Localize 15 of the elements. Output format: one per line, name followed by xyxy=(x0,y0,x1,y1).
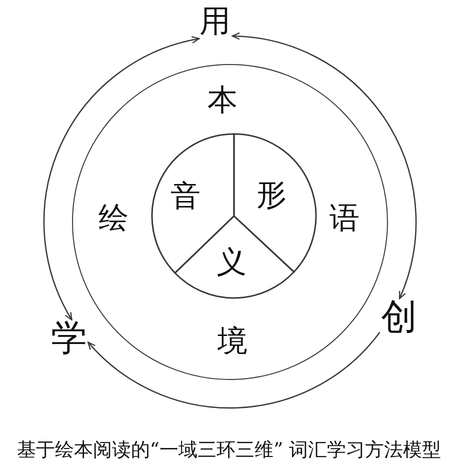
ring-label: 本 xyxy=(208,86,238,116)
sector-label: 形 xyxy=(256,180,286,210)
caption: 基于绘本阅读的“一域三环三维” 词汇学习方法模型 xyxy=(16,441,442,460)
node-label: 创 xyxy=(381,300,417,336)
ring-label: 境 xyxy=(218,326,248,356)
ring-label: 语 xyxy=(330,204,360,234)
node-label: 学 xyxy=(51,321,87,357)
sector-label: 音 xyxy=(170,182,200,212)
node-label: 用 xyxy=(200,6,230,38)
curved-arrow xyxy=(44,36,200,320)
curved-arrow xyxy=(88,332,380,408)
pie-sector xyxy=(174,216,294,298)
ring-label: 绘 xyxy=(98,204,128,234)
sector-label: 义 xyxy=(216,248,246,278)
curved-arrow xyxy=(232,32,416,300)
